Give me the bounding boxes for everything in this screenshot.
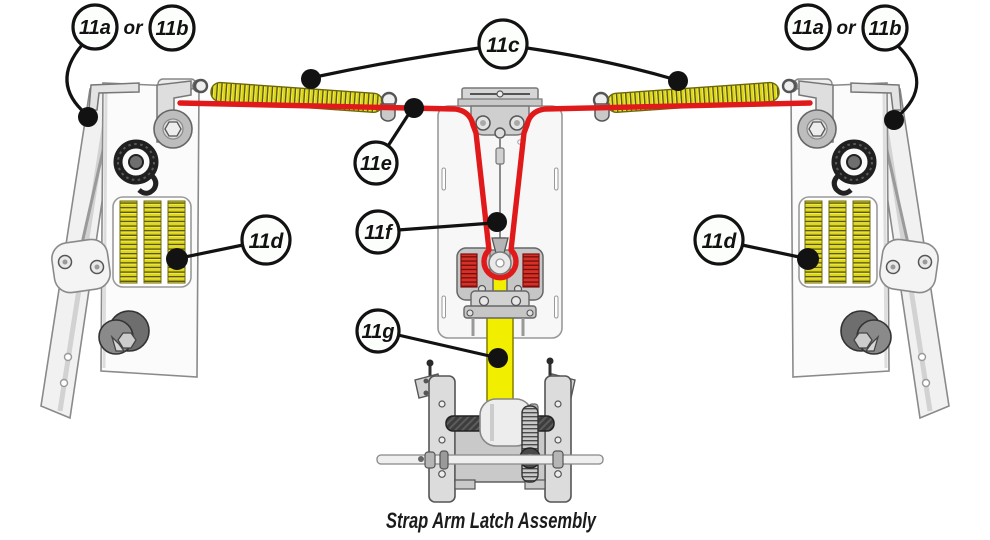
callout-11f: 11f [355,209,401,255]
leader-dot [487,212,507,232]
leader-11e [386,98,424,147]
svg-text:11e: 11e [360,153,392,175]
leader-dot [404,98,424,118]
leader-11g [397,333,508,368]
center-bracket [457,87,543,139]
leader-dot [884,110,904,130]
svg-text:11d: 11d [702,230,738,253]
leader-right-pair [884,44,919,130]
leader-left-pair [65,43,98,127]
leader-11d-left [166,243,244,270]
leader-dot [78,107,98,127]
winch-assembly [376,357,604,503]
callout-11b-left: 11b [148,4,196,52]
leader-11d-right [741,243,819,270]
callout-11a-right: 11a [784,3,832,51]
leader-11c [301,46,688,91]
callout-11e: 11e [353,140,399,186]
leader-dot [797,248,819,270]
callout-11d-left: 11d [240,214,292,266]
callout-11b-right: 11b [861,4,909,52]
svg-text:11a: 11a [79,17,111,39]
leader-dot [668,71,688,91]
or-label-left: or [124,18,145,39]
red-cable [177,100,813,281]
callout-11c: 11c [477,18,529,70]
callout-11g: 11g [355,308,401,354]
callout-11d-right: 11d [693,214,745,266]
leader-dot [301,69,321,89]
right-extension-spring [590,78,797,123]
left-extension-spring [193,78,400,123]
callout-11a-left: 11a [71,3,119,51]
caption: Strap Arm Latch Assembly [386,508,597,533]
svg-text:11b: 11b [156,18,189,40]
or-label-right: or [837,18,858,39]
svg-text:11g: 11g [362,321,395,343]
latch-sheave [488,251,512,275]
svg-text:11a: 11a [792,17,824,39]
svg-text:11f: 11f [364,222,394,244]
leader-11f [397,212,507,232]
svg-text:11d: 11d [249,230,285,253]
svg-text:11b: 11b [869,18,902,40]
svg-text:11c: 11c [486,34,520,57]
leader-dot [166,248,188,270]
leader-dot [488,348,508,368]
